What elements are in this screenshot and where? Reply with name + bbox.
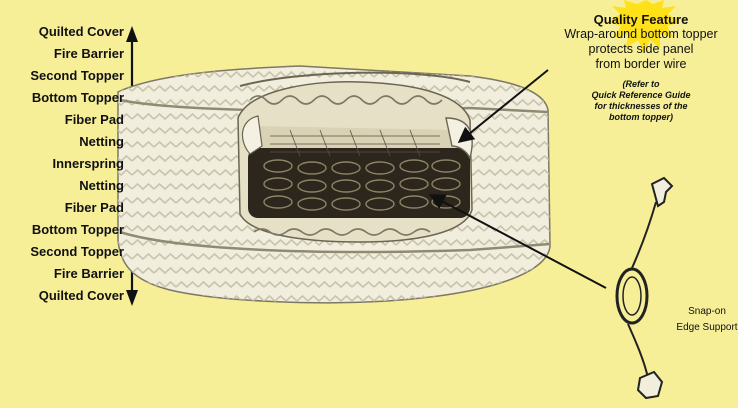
- layer-label: Quilted Cover: [39, 288, 124, 304]
- layer-label: Bottom Topper: [32, 90, 124, 106]
- reference-line: Quick Reference Guide: [545, 90, 737, 101]
- layer-label: Second Topper: [30, 244, 124, 260]
- snap-on-edge-support-label: Snap-on Edge Support: [676, 304, 738, 336]
- snap-on-line: Snap-on: [676, 304, 738, 320]
- quality-feature-title: Quality Feature: [545, 12, 737, 27]
- snap-on-line: Edge Support: [676, 320, 738, 336]
- reference-note: (Refer to Quick Reference Guide for thic…: [545, 79, 737, 123]
- layer-label: Fiber Pad: [65, 200, 124, 216]
- quality-feature-callout: Quality Feature Wrap-around bottom toppe…: [545, 12, 737, 123]
- layer-label: Innerspring: [52, 156, 124, 172]
- edge-support-clip-icon: [617, 178, 672, 398]
- reference-line: for thicknesses of the: [545, 101, 737, 112]
- quality-feature-line: protects side panel: [545, 42, 737, 57]
- layer-label: Second Topper: [30, 68, 124, 84]
- quality-feature-line: Wrap-around bottom topper: [545, 27, 737, 42]
- layer-label: Netting: [79, 134, 124, 150]
- layer-label: Quilted Cover: [39, 24, 124, 40]
- cutaway-innerspring: [238, 82, 472, 242]
- layer-label: Fire Barrier: [54, 266, 124, 282]
- reference-line: (Refer to: [545, 79, 737, 90]
- layer-label: Fire Barrier: [54, 46, 124, 62]
- quality-feature-line: from border wire: [545, 57, 737, 72]
- layer-label: Bottom Topper: [32, 222, 124, 238]
- layer-label: Fiber Pad: [65, 112, 124, 128]
- layer-label: Netting: [79, 178, 124, 194]
- reference-line: bottom topper): [545, 112, 737, 123]
